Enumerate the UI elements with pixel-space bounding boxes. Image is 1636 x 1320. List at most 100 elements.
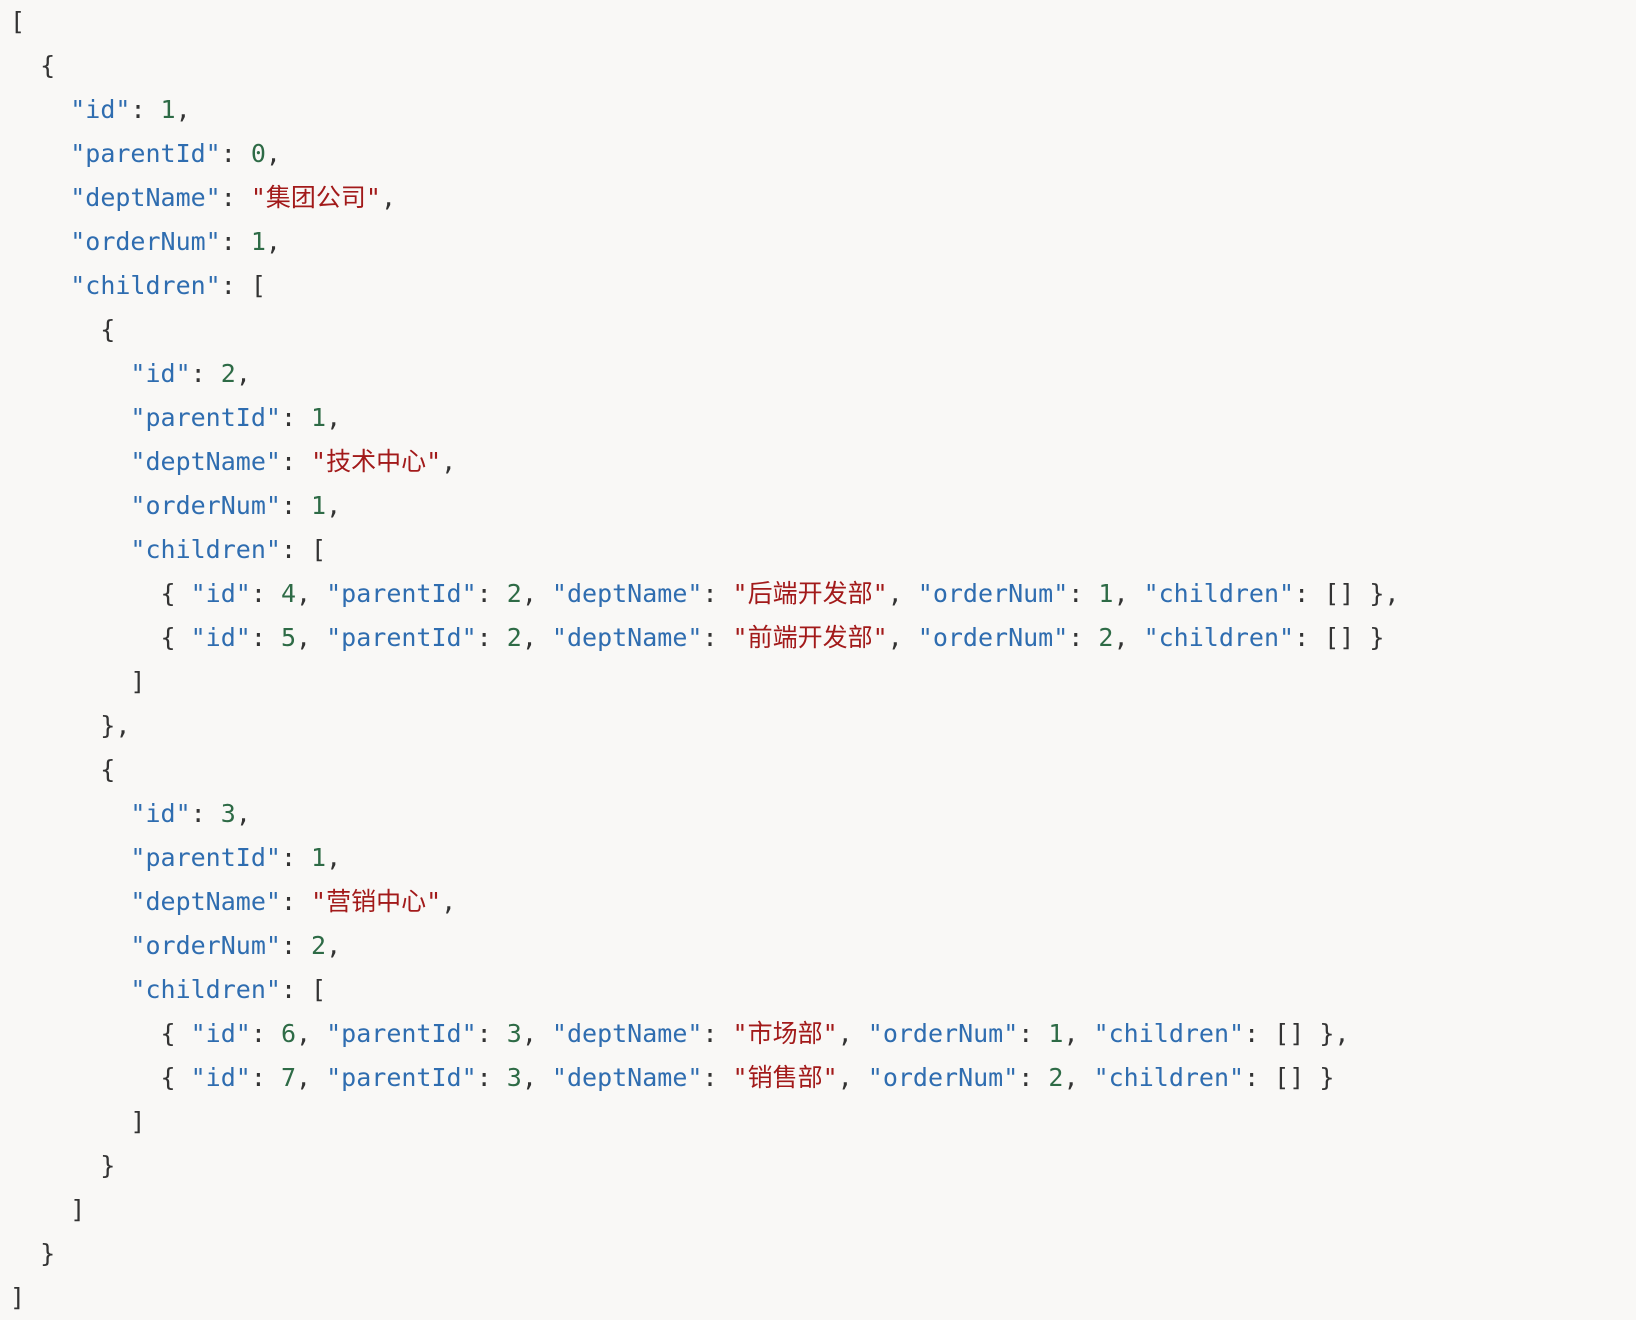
json-number-token: 2 [1048,1063,1064,1092]
code-line: "deptName": "技术中心", [10,440,1636,484]
json-punctuation-token [10,227,70,256]
code-line: "parentId": 1, [10,836,1636,880]
code-line: { "id": 4, "parentId": 2, "deptName": "后… [10,572,1636,616]
json-key-token: "deptName" [551,1063,703,1092]
json-number-token: 3 [220,799,236,828]
json-punctuation-token: : [1068,623,1099,652]
json-key-token: "orderNum" [917,579,1069,608]
json-string-token: "前端开发部" [732,623,888,652]
json-punctuation-token [10,183,70,212]
json-punctuation-token: : [190,359,221,388]
json-punctuation-token [10,535,130,564]
json-punctuation-token: : [280,843,312,872]
json-punctuation-token: , [326,931,342,960]
json-key-token: "orderNum" [130,491,281,520]
json-key-token: "children" [70,271,221,300]
json-punctuation-token: { [10,755,116,784]
json-key-token: "children" [1093,1063,1245,1092]
json-number-token: 1 [1048,1019,1064,1048]
code-line: "children": [ [10,528,1636,572]
json-key-token: "id" [190,623,251,652]
json-key-token: "id" [190,1019,251,1048]
json-punctuation-token: , [521,1063,552,1092]
code-line: } [10,1144,1636,1188]
json-punctuation-token: , [296,1019,327,1048]
json-punctuation-token: : [250,579,281,608]
json-punctuation-token: ] [10,1107,146,1136]
json-number-token: 3 [506,1063,522,1092]
json-punctuation-token [10,491,130,520]
json-number-token: 1 [311,491,327,520]
json-punctuation-token: , [175,95,191,124]
json-string-token: "后端开发部" [732,579,888,608]
json-number-token: 1 [250,227,266,256]
json-punctuation-token: , [1113,579,1144,608]
code-line: { "id": 6, "parentId": 3, "deptName": "市… [10,1012,1636,1056]
json-punctuation-token: , [441,447,457,476]
json-punctuation-token: , [235,799,251,828]
code-line: "orderNum": 1, [10,220,1636,264]
json-punctuation-token: : [280,491,312,520]
json-punctuation-token: , [296,623,327,652]
json-punctuation-token: : [250,1063,281,1092]
json-punctuation-token [10,843,130,872]
json-punctuation-token: : [ [280,535,327,564]
json-punctuation-token: : [220,183,251,212]
json-punctuation-token [10,359,130,388]
json-punctuation-token: , [380,183,397,212]
json-key-token: "deptName" [130,887,281,916]
json-punctuation-token: , [887,579,918,608]
json-key-token: "id" [130,799,191,828]
json-key-token: "id" [70,95,131,124]
json-punctuation-token: }, [10,711,131,740]
json-string-token: "市场部" [732,1019,838,1048]
code-line: "children": [ [10,264,1636,308]
code-line: { "id": 7, "parentId": 3, "deptName": "销… [10,1056,1636,1100]
json-number-token: 7 [280,1063,297,1092]
json-key-token: "deptName" [551,1019,703,1048]
json-number-token: 2 [220,359,236,388]
json-string-token: "集团公司" [250,183,381,212]
json-punctuation-token: , [296,579,327,608]
code-line: { "id": 5, "parentId": 2, "deptName": "前… [10,616,1636,660]
code-line: { [10,44,1636,88]
code-line: "deptName": "营销中心", [10,880,1636,924]
json-punctuation-token: : [250,1019,281,1048]
json-number-token: 2 [311,931,327,960]
json-punctuation-token: : [220,139,251,168]
code-line: } [10,1232,1636,1276]
json-key-token: "parentId" [326,1019,477,1048]
json-punctuation-token: { [10,579,191,608]
json-number-token: 2 [506,623,522,652]
json-number-token: 0 [250,139,266,168]
json-key-token: "parentId" [130,403,281,432]
json-string-token: "营销中心" [311,887,442,916]
json-number-token: 1 [311,843,327,872]
json-key-token: "orderNum" [917,623,1069,652]
json-punctuation-token: [ [10,7,26,36]
json-punctuation-token: , [1063,1019,1094,1048]
json-punctuation-token: , [887,623,918,652]
json-punctuation-token: { [10,623,191,652]
json-punctuation-token: : [702,623,733,652]
json-punctuation-token: , [326,843,342,872]
json-number-token: 1 [311,403,327,432]
json-key-token: "children" [130,975,281,1004]
json-number-token: 6 [280,1019,297,1048]
code-line: ] [10,1188,1636,1232]
json-punctuation-token: : [] }, [1244,1019,1350,1048]
code-line: "parentId": 1, [10,396,1636,440]
json-punctuation-token: , [265,139,281,168]
json-punctuation-token: , [837,1063,868,1092]
json-punctuation-token: } [10,1151,116,1180]
json-punctuation-token: , [521,1019,552,1048]
json-punctuation-token [10,931,130,960]
json-punctuation-token: : [1018,1063,1049,1092]
json-number-token: 2 [1098,623,1114,652]
json-punctuation-token: : [280,887,312,916]
json-punctuation-token: : [280,403,312,432]
json-number-token: 2 [506,579,522,608]
json-punctuation-token: : [280,447,312,476]
json-key-token: "deptName" [70,183,221,212]
